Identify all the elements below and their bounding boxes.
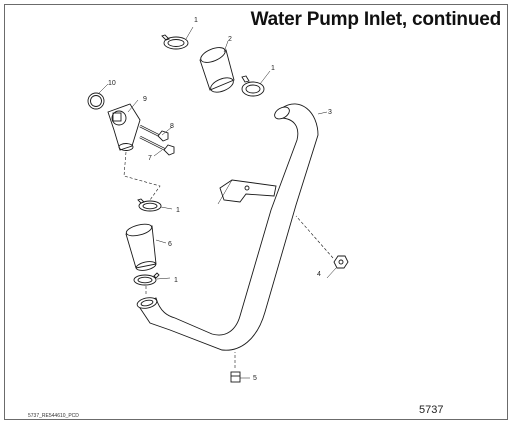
callout-1-lower: 1 [174,277,178,284]
bolt-7 [139,135,175,157]
page-title: Water Pump Inlet, continued [250,9,502,30]
callout-1-upper-right: 1 [271,65,275,72]
clamp-upper-right [241,70,271,97]
pipe-bracket [217,179,277,205]
clamp-top [161,26,194,50]
hose-6 [125,223,167,271]
o-ring [87,83,109,110]
callout-7: 7 [148,155,152,162]
main-pipe [136,103,328,351]
callout-1-top: 1 [194,17,198,24]
callout-8: 8 [170,123,174,130]
callout-2: 2 [228,36,232,43]
callout-1-middle: 1 [176,207,180,214]
footer-reference: 5737_RE544610_PCD [28,413,79,419]
page-code: 5737 [419,404,444,416]
diagram-frame [4,4,508,420]
elbow-fitting [107,99,141,151]
clamp-lower [133,272,171,286]
nipple-5 [230,352,250,383]
callout-5: 5 [253,375,257,382]
callout-10: 10 [108,80,116,87]
callout-6: 6 [168,241,172,248]
callout-3: 3 [328,109,332,116]
clamp-middle [137,198,173,212]
callout-9: 9 [143,96,147,103]
callout-4: 4 [317,271,321,278]
bolt-4 [295,215,349,279]
bolt-8 [139,124,173,142]
hose-segment [199,40,235,93]
